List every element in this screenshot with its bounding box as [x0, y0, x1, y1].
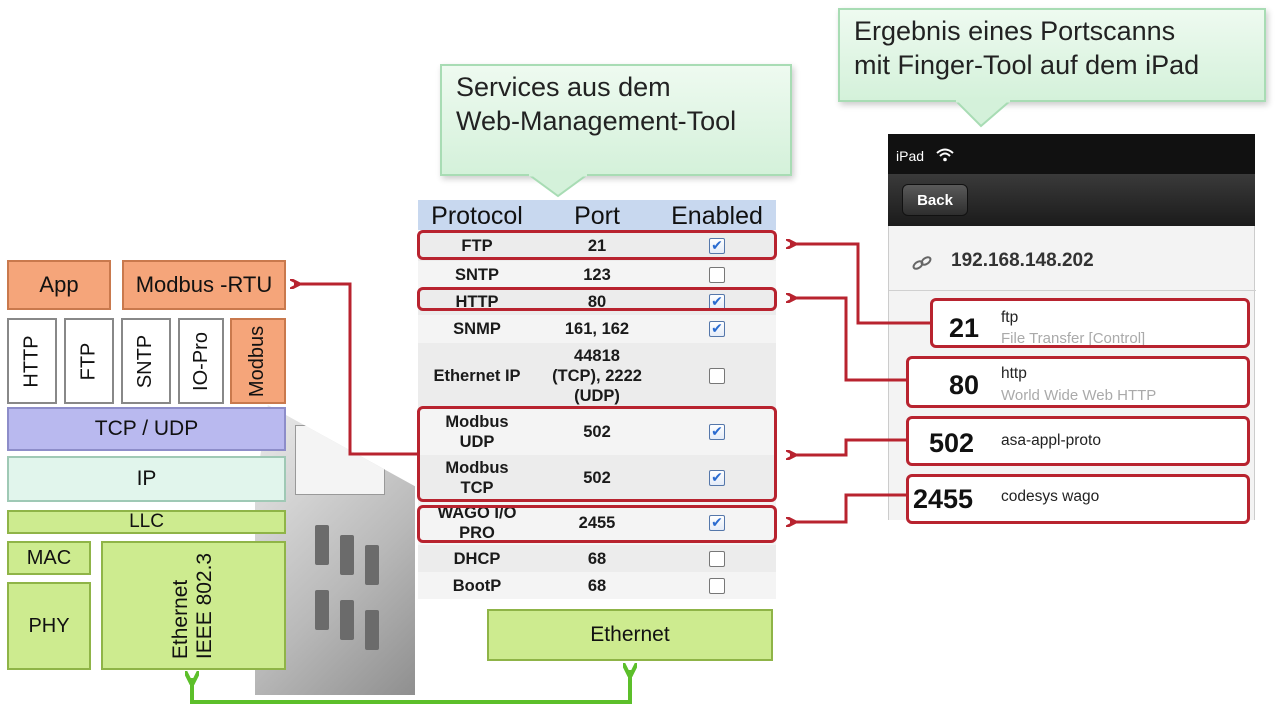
- cell-enabled: [658, 545, 776, 572]
- cell-port: 80: [587, 292, 607, 311]
- scan-service-name: http: [1001, 365, 1027, 382]
- stack-modbus-rtu: Modbus -RTU: [122, 260, 286, 310]
- cell-port: 502: [583, 423, 611, 441]
- checkbox-unchecked[interactable]: [709, 266, 725, 283]
- cell-enabled: ✔: [658, 315, 776, 343]
- link-icon: [912, 256, 932, 270]
- table-row: FTP 21 ✔: [418, 231, 776, 262]
- stack-tcp-udp: TCP / UDP: [7, 407, 286, 451]
- stack-ethernet-ieee: Ethernet IEEE 802.3: [101, 541, 286, 670]
- table-row: BootP 68: [418, 572, 776, 600]
- cell-protocol: FTP: [461, 237, 493, 255]
- cell-port: 68: [587, 549, 607, 568]
- checkbox-checked[interactable]: ✔: [709, 321, 725, 337]
- scan-port-number: 2455: [913, 484, 974, 514]
- cell-protocol: Modbus UDP: [445, 413, 509, 451]
- arrow-modbus-to-stack: [294, 284, 417, 456]
- checkbox-unchecked[interactable]: [709, 368, 725, 384]
- stack-llc: LLC: [7, 510, 286, 534]
- cell-enabled: [658, 572, 776, 599]
- cell-port: 2455: [578, 514, 616, 532]
- scan-result-codesys: 2455 codesys wago: [906, 474, 1250, 524]
- cell-protocol: HTTP: [455, 292, 499, 311]
- scan-service-name: ftp: [1001, 309, 1019, 326]
- highlight-http-row: [417, 287, 777, 311]
- stack-io-pro: IO-Pro: [178, 318, 224, 404]
- checkbox-checked[interactable]: ✔: [709, 515, 725, 531]
- highlight-wago-row: [417, 505, 777, 543]
- table-row: Modbus UDP 502 ✔: [418, 409, 776, 456]
- header-enabled: Enabled: [671, 202, 763, 230]
- scan-port-number: 21: [949, 313, 980, 343]
- stack-modbus: Modbus: [230, 318, 286, 404]
- callout-web-management-tail: [528, 174, 588, 198]
- cell-port: 21: [587, 237, 607, 255]
- cell-port: 502: [583, 469, 611, 487]
- ipad-status-label: iPad: [896, 148, 925, 164]
- highlight-ftp-row: [417, 230, 777, 260]
- scan-result-http: 80 http World Wide Web HTTP: [906, 356, 1250, 408]
- scan-service-name: asa-appl-proto: [1001, 432, 1101, 449]
- stack-phy: PHY: [7, 582, 91, 670]
- cell-enabled: ✔: [658, 501, 776, 545]
- cell-enabled: ✔: [658, 409, 776, 455]
- ip-address: 192.168.148.202: [951, 250, 1094, 271]
- cell-protocol: BootP: [452, 576, 502, 595]
- checkbox-checked[interactable]: ✔: [709, 470, 725, 486]
- stack-ip: IP: [7, 456, 286, 502]
- stack-ftp: FTP: [64, 318, 114, 404]
- stack-sntp: SNTP: [121, 318, 171, 404]
- scan-service-name: codesys wago: [1001, 488, 1100, 505]
- stack-http: HTTP: [7, 318, 57, 404]
- table-header: Protocol Port Enabled: [418, 200, 776, 230]
- table-row: DHCP 68: [418, 545, 776, 573]
- table-row: SNTP 123: [418, 261, 776, 289]
- scan-service-description: World Wide Web HTTP: [1001, 387, 1157, 404]
- highlight-modbus-rows: [417, 406, 777, 502]
- scan-result-ftp: 21 ftp File Transfer [Control]: [930, 298, 1250, 348]
- cell-enabled: ✔: [658, 455, 776, 501]
- callout-port-scan-tail: [955, 100, 1011, 128]
- scan-port-number: 80: [949, 370, 980, 400]
- table-row: SNMP 161, 162 ✔: [418, 315, 776, 344]
- header-protocol: Protocol: [431, 202, 523, 230]
- cell-enabled: [658, 261, 776, 288]
- cell-protocol: WAGO I/O PRO: [437, 504, 517, 542]
- table-row: WAGO I/O PRO 2455 ✔: [418, 501, 776, 546]
- scan-result-asa: 502 asa-appl-proto: [906, 416, 1250, 466]
- cell-protocol: Ethernet IP: [433, 367, 521, 385]
- callout-port-scan: Ergebnis eines Portscanns mit Finger-Too…: [838, 8, 1266, 102]
- checkbox-unchecked[interactable]: [709, 577, 725, 594]
- back-button[interactable]: Back: [902, 184, 968, 216]
- callout-web-management: Services aus dem Web-Management-Tool: [440, 64, 792, 176]
- cell-protocol: Modbus TCP: [445, 459, 509, 497]
- ethernet-box: Ethernet: [487, 609, 773, 661]
- scan-service-description: File Transfer [Control]: [1001, 330, 1146, 345]
- cell-port: 68: [587, 576, 607, 595]
- ipad-status-bar: iPad: [888, 134, 1255, 174]
- cell-port: 44818 (TCP), 2222 (UDP): [552, 347, 642, 405]
- cell-port: 161, 162: [564, 320, 630, 338]
- checkbox-checked[interactable]: ✔: [709, 424, 725, 440]
- ipad-nav-bar: Back: [888, 174, 1255, 226]
- header-port: Port: [574, 202, 620, 230]
- scan-port-number: 502: [929, 428, 975, 458]
- checkbox-unchecked[interactable]: [709, 550, 725, 567]
- table-row: Modbus TCP 502 ✔: [418, 455, 776, 502]
- cell-port: 123: [583, 265, 611, 284]
- cell-enabled: [658, 343, 776, 409]
- wifi-icon: [936, 148, 954, 162]
- stack-mac: MAC: [7, 541, 91, 575]
- cell-enabled: ✔: [658, 231, 776, 261]
- checkbox-checked[interactable]: ✔: [709, 238, 725, 254]
- cell-protocol: SNMP: [453, 320, 501, 338]
- cell-protocol: DHCP: [453, 549, 501, 568]
- table-row: Ethernet IP 44818 (TCP), 2222 (UDP): [418, 343, 776, 410]
- stack-app: App: [7, 260, 111, 310]
- cell-protocol: SNTP: [454, 265, 499, 284]
